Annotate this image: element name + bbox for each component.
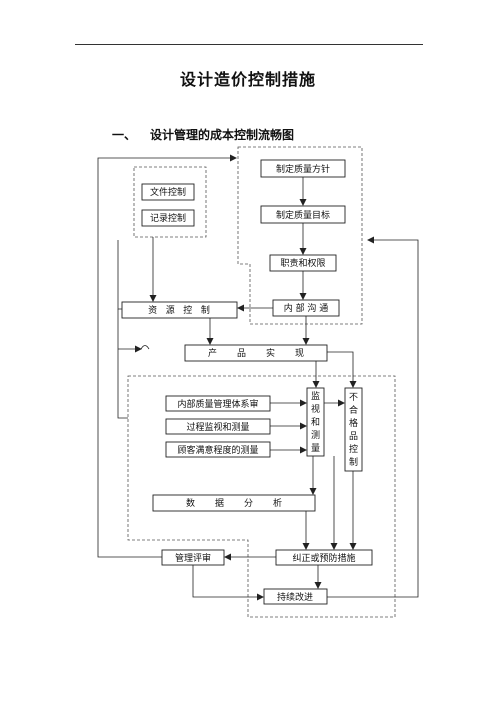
vertical-glyph: 控 [349,443,358,455]
vertical-glyph: 测 [311,430,320,441]
vertical-glyph: 监 [311,390,320,402]
vertical-glyph: 不 [349,392,358,403]
internal-comm-label: 内 部 沟 通 [284,302,329,314]
nonconforming-box [344,387,363,472]
corrective-preventive-label: 纠正或预防措施 [292,552,355,564]
quality-objective-label: 制定质量目标 [276,209,330,221]
management-review-label: 管理评审 [175,552,211,564]
continual-improvement-box [263,588,328,605]
page-title: 设计造价控制措施 [179,70,316,89]
planning-region [237,146,363,325]
process-monitoring-box [165,418,271,435]
document-region [133,166,207,238]
vertical-glyph: 品 [349,431,358,442]
process-monitoring-label: 过程监视和测量 [186,421,249,433]
header-rule [75,44,423,45]
vertical-glyph: 量 [311,443,320,454]
arrow-improvement-loop [327,236,419,598]
measurement-region [127,375,396,618]
monitor-measure-label: 监视和测量 [311,390,320,454]
internal-audit-label: 内部质量管理体系审 [177,398,258,410]
record-control-box [141,209,195,227]
vertical-glyph: 视 [311,403,320,415]
vertical-glyph: 合 [349,404,358,416]
record-control-label: 记录控制 [150,212,186,224]
vertical-glyph: 和 [311,417,320,428]
corrective-preventive-box [275,549,373,566]
arrow-product-nonconforming [327,351,357,388]
duties-authority-label: 职责和权限 [280,257,325,269]
nonconforming-label: 不合格品控制 [349,392,358,468]
section-heading: 一、设计管理的成本控制流畅图 [112,126,294,143]
data-analysis-box [152,494,316,512]
internal-audit-box [165,395,271,412]
document-control-box [141,183,195,201]
section-title: 设计管理的成本控制流畅图 [150,128,295,142]
continual-improvement-label: 持续改进 [277,591,313,603]
arrow-resource-bus [117,309,128,419]
section-number: 一、 [112,128,137,142]
monitor-measure-box [306,387,325,457]
vertical-glyph: 格 [349,417,358,429]
arrow-review-improvement [192,565,264,601]
line-left-bus [117,240,122,310]
document-control-label: 文件控制 [150,186,186,198]
data-analysis-label: 数 据 分 析 [186,497,282,509]
quality-policy-label: 制定质量方针 [276,163,330,175]
product-realization-box [184,344,328,362]
customer-satisfaction-label: 顾客满意程度的测量 [177,444,258,456]
customer-satisfaction-box [165,441,271,458]
vertical-glyph: 制 [349,456,358,468]
line-crossover [140,345,150,350]
resource-control-label: 资 源 控 制 [148,304,210,316]
arrow-review-top-loop [97,154,237,558]
product-realization-label: 产 品 实 现 [208,347,304,359]
